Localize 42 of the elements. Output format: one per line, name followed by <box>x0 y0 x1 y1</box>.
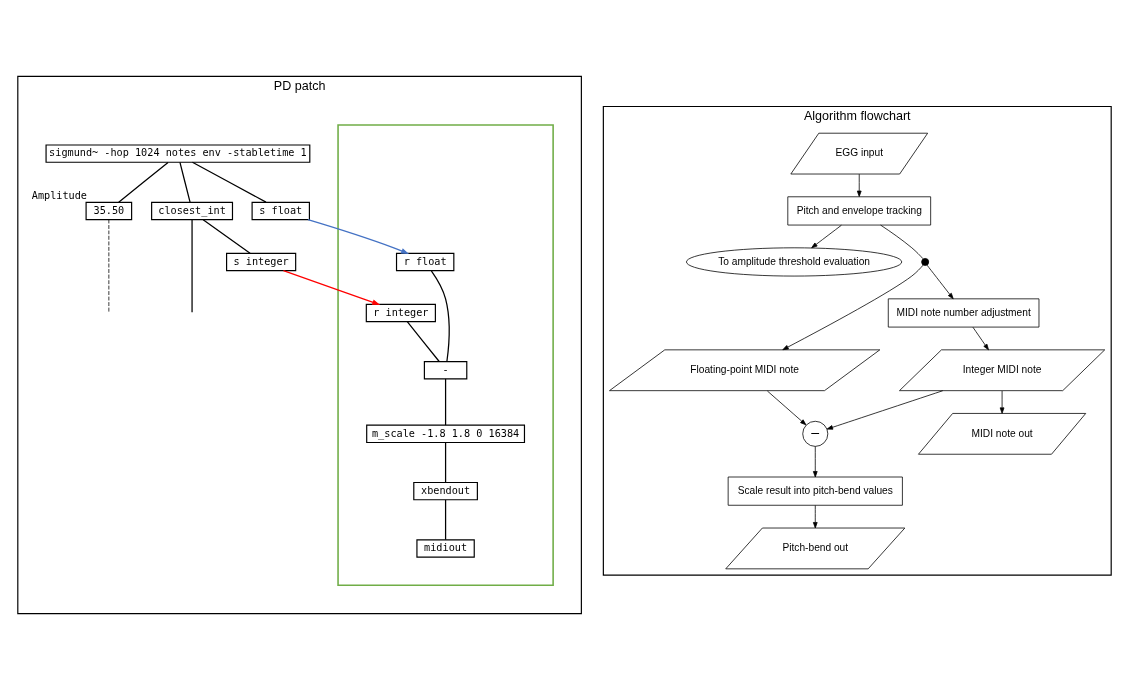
connector <box>406 320 440 362</box>
connector <box>191 218 193 313</box>
arrow <box>826 389 944 430</box>
node-box: closest_int <box>151 201 234 220</box>
arrow <box>282 269 381 305</box>
node-label: Amplitude <box>31 189 88 201</box>
node-box: - <box>423 360 468 379</box>
connector <box>444 441 447 483</box>
connector <box>430 269 450 362</box>
connector <box>202 218 251 254</box>
arrow <box>307 218 410 254</box>
arrow <box>856 173 862 197</box>
arrow <box>811 224 842 248</box>
arrow <box>972 326 989 350</box>
arrow <box>782 264 924 350</box>
cluster <box>337 123 554 586</box>
node-box: s integer <box>226 252 297 271</box>
connector <box>444 377 447 426</box>
node-box: s float <box>251 201 310 220</box>
node-box: Pitch and envelope tracking <box>787 195 932 225</box>
node-box: r integer <box>365 303 436 322</box>
arrow <box>812 504 818 528</box>
node-box: r float <box>395 252 455 271</box>
node-box: m_scale -1.8 1.8 0 16384 <box>366 424 526 443</box>
node-box: 35.50 <box>85 201 133 220</box>
node-box: Scale result into pitch-bend values <box>727 476 903 506</box>
connector <box>880 224 924 259</box>
node-circle <box>921 257 930 266</box>
node-ellipse: To amplitude threshold evaluation <box>686 246 903 276</box>
node-box: xbendout <box>413 481 478 500</box>
node-box: sigmund~ -hop 1024 notes env -stabletime 1 <box>45 143 311 163</box>
connector <box>118 161 169 203</box>
connector <box>179 161 191 203</box>
connector <box>108 218 110 312</box>
connector <box>191 161 267 203</box>
arrow <box>812 445 818 477</box>
node-box: MIDI note number adjustment <box>887 297 1040 327</box>
arrow <box>767 390 807 425</box>
connector <box>444 498 447 540</box>
arrow <box>999 390 1005 414</box>
arrow <box>926 264 954 299</box>
node-box: midiout <box>416 538 475 558</box>
